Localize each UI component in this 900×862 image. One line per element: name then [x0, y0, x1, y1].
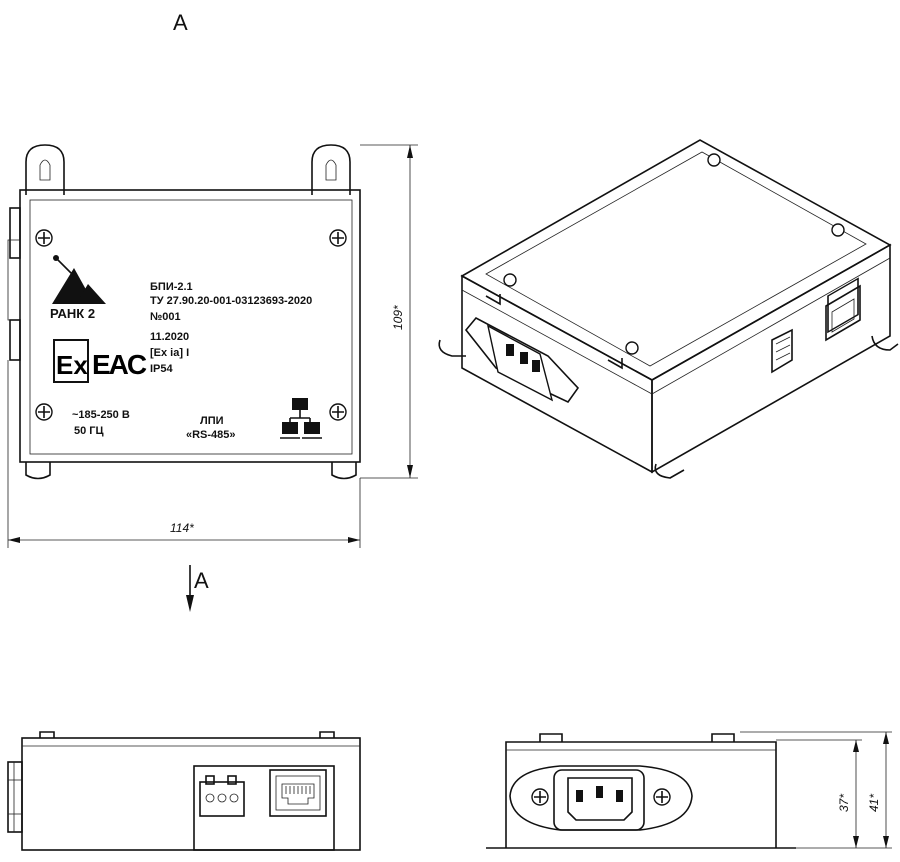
label-voltage: ~185-250 В	[72, 409, 130, 421]
power-socket-flange	[509, 765, 693, 831]
dimension-width: 114*	[7, 360, 361, 548]
label-ip: IP54	[150, 363, 174, 375]
keyhole-left	[39, 159, 51, 181]
label-model: БПИ-2.1	[150, 281, 193, 293]
screw-icon	[653, 788, 671, 806]
label-lpi-iface: «RS-485»	[186, 429, 236, 441]
keyhole-right	[325, 159, 337, 181]
label-spec: ТУ 27.90.20-001-03123693-2020	[150, 295, 312, 307]
dim-depth-b: 41*	[867, 794, 881, 812]
screw-icon	[531, 788, 549, 806]
mount-ear-left	[25, 144, 65, 195]
network-icon	[280, 398, 322, 439]
front-inner-frame	[29, 199, 353, 455]
view-arrow: A	[186, 565, 209, 612]
dim-width-text: 114*	[170, 521, 194, 535]
isometric-view	[438, 139, 899, 479]
screw-icon	[329, 229, 347, 247]
end-view	[486, 733, 796, 849]
label-serial: №001	[150, 311, 181, 323]
rank-logo-icon	[52, 255, 106, 304]
dim-depth-a: 37*	[837, 794, 851, 812]
mount-ear-right	[311, 144, 351, 195]
view-mark-bottom: A	[194, 568, 209, 593]
foot	[331, 462, 357, 480]
rj45-port-icon	[269, 769, 327, 817]
terminal-block-icon	[199, 775, 245, 817]
front-body	[19, 189, 361, 463]
foot	[25, 462, 51, 480]
view-mark-top: A	[173, 10, 188, 35]
front-view: РАНК 2 Ex EAC БПИ-2.1 ТУ 27.90.20-001-03…	[7, 144, 361, 480]
dim-height-text: 109*	[391, 305, 405, 330]
eac-mark: EAC	[92, 349, 147, 380]
side-view	[7, 731, 361, 851]
ex-mark: Ex	[56, 350, 88, 380]
screw-icon	[35, 403, 53, 421]
label-lpi-title: ЛПИ	[200, 415, 224, 427]
label-date: 11.2020	[150, 331, 189, 343]
brand-name: РАНК 2	[50, 306, 95, 321]
dimension-height: 109*	[360, 144, 418, 479]
dimension-depth: 37* 41*	[740, 731, 892, 849]
power-socket-body	[553, 769, 645, 831]
label-ex: [Ex ia] I	[150, 347, 189, 359]
label-frequency: 50 ГЦ	[74, 425, 104, 437]
screw-icon	[35, 229, 53, 247]
screw-icon	[329, 403, 347, 421]
